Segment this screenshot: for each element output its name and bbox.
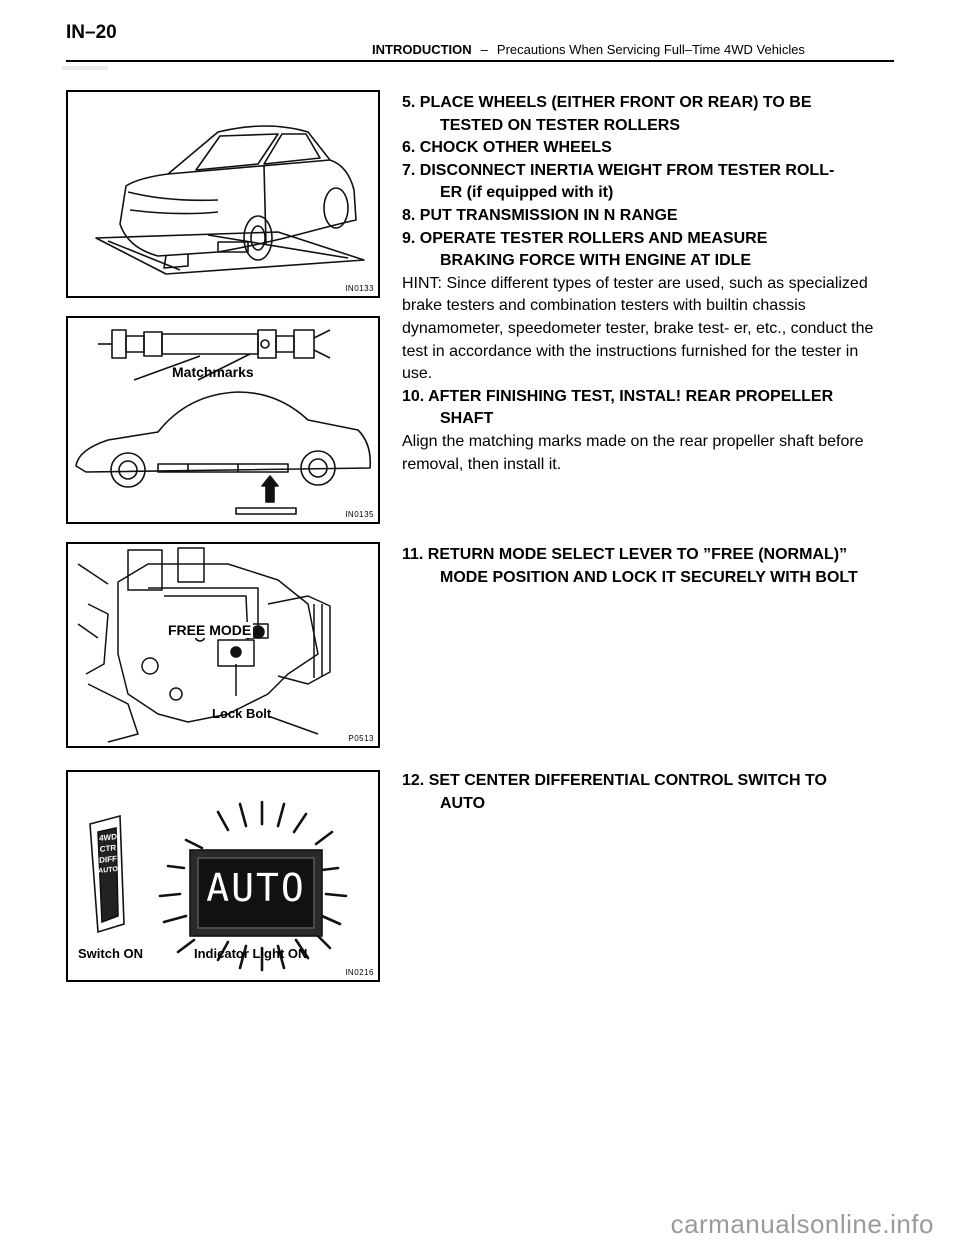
steps-block-3: 12. SET CENTER DIFFERENTIAL CONTROL SWIT…	[402, 770, 892, 815]
figure-auto-switch: 4WD CTR DIFF AUTO AUTO Switch ON Indicat…	[66, 770, 380, 982]
step-5-line-1: 5. PLACE WHEELS (EITHER FRONT OR REAR) T…	[402, 94, 812, 111]
indicator-light-on-label: Indicator Light ON	[194, 946, 308, 961]
step-12: 12. SET CENTER DIFFERENTIAL CONTROL SWIT…	[402, 770, 892, 815]
step-6-line-1: 6. CHOCK OTHER WHEELS	[402, 139, 612, 157]
figure-code: IN0135	[345, 510, 374, 519]
steps-block-2: 11. RETURN MODE SELECT LEVER TO ”FREE (N…	[402, 544, 892, 589]
figure-code: IN0133	[345, 284, 374, 293]
step-9-line-1: 9. OPERATE TESTER ROLLERS AND MEASURE	[402, 229, 768, 247]
switch-face: 4WD CTR DIFF AUTO	[96, 831, 120, 922]
step-7-line-2: ER (if equipped with it)	[440, 184, 614, 202]
section-name: INTRODUCTION	[372, 42, 472, 57]
step-9-line-2: BRAKING FORCE WITH ENGINE AT IDLE	[440, 252, 752, 270]
figure-matchmarks: Matchmarks IN0135	[66, 316, 380, 524]
free-mode-label: FREE MODE	[166, 622, 254, 638]
page-number: IN–20	[66, 22, 117, 43]
step-8: 8. PUT TRANSMISSION IN N RANGE	[402, 205, 892, 228]
steps-block-1: 5. PLACE WHEELS (EITHER FRONT OR REAR) T…	[402, 92, 892, 476]
step-11-line-2: MODE POSITION AND LOCK IT SECURELY WITH …	[440, 568, 858, 586]
step-10-line-1: 10. AFTER FINISHING TEST, INSTAL! REAR P…	[402, 387, 834, 405]
lock-bolt-label: Lock Bolt	[212, 706, 272, 721]
header-separator: –	[480, 42, 488, 57]
hint-paragraph: HINT: Since different types of tester ar…	[402, 274, 874, 383]
figure-car-on-rollers: IN0133	[66, 90, 380, 298]
step-11-line-1: 11. RETURN MODE SELECT LEVER TO ”FREE (N…	[402, 546, 848, 563]
step-7: 7. DISCONNECT INERTIA WEIGHT FROM TESTER…	[402, 160, 892, 205]
header-rule	[66, 60, 894, 62]
figure-code: IN0216	[345, 968, 374, 977]
switch-on-label: Switch ON	[78, 946, 144, 961]
step-9: 9. OPERATE TESTER ROLLERS AND MEASURE BRA…	[402, 228, 892, 273]
align-paragraph: Align the matching marks made on the rea…	[402, 432, 864, 473]
step-12-line-1: 12. SET CENTER DIFFERENTIAL CONTROL SWIT…	[402, 772, 827, 789]
scan-smudge	[62, 66, 108, 70]
figure-code: P0513	[348, 734, 374, 743]
car-on-rollers-drawing	[95, 125, 365, 275]
step-5: 5. PLACE WHEELS (EITHER FRONT OR REAR) T…	[402, 92, 892, 137]
step-10: 10. AFTER FINISHING TEST, INSTAL! REAR P…	[402, 386, 892, 431]
step-8-line-1: 8. PUT TRANSMISSION IN N RANGE	[402, 206, 678, 224]
step-12-line-2: AUTO	[440, 794, 486, 812]
step-10-line-2: SHAFT	[440, 410, 494, 428]
auto-switch-drawing	[89, 800, 348, 972]
matchmarks-label: Matchmarks	[172, 364, 254, 380]
header-title: INTRODUCTION–Precautions When Servicing …	[372, 42, 805, 57]
figure-free-mode: FREE MODE Lock Bolt P0513	[66, 542, 380, 748]
indicator-auto-text: AUTO	[206, 866, 306, 910]
propeller-shaft-drawing	[75, 329, 372, 515]
step-5-line-2: TESTED ON TESTER ROLLERS	[440, 116, 681, 134]
switch-text-auto: AUTO	[98, 865, 118, 876]
watermark: carmanualsonline.info	[670, 1209, 934, 1239]
step-11: 11. RETURN MODE SELECT LEVER TO ”FREE (N…	[402, 544, 892, 589]
section-subtitle: Precautions When Servicing Full–Time 4WD…	[496, 42, 805, 57]
step-7-line-1: 7. DISCONNECT INERTIA WEIGHT FROM TESTER…	[402, 161, 835, 179]
step-6: 6. CHOCK OTHER WHEELS	[402, 137, 892, 160]
